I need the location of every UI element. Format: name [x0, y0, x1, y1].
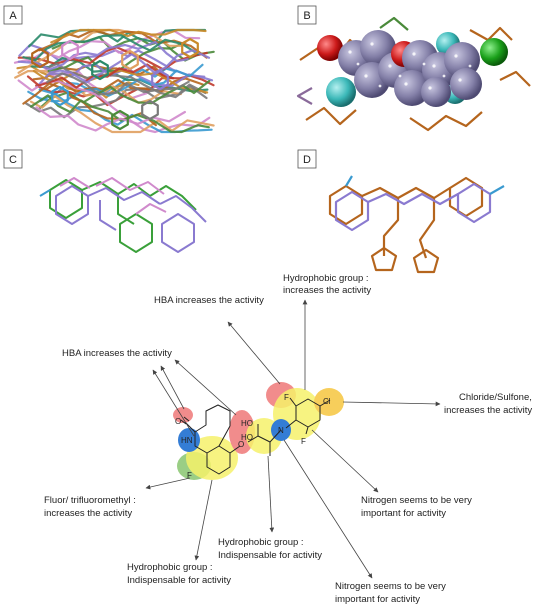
anno-chloride-2: increases the activity [444, 405, 532, 416]
hydrophobic-highlight-ring-a [186, 436, 238, 480]
anno-hydrophobic-top-1: Hydrophobic group : [283, 273, 369, 284]
anno-hydrophobic-low-1: Hydrophobic group : [127, 562, 213, 573]
anno-chloride-1: Chloride/Sulfone, [459, 392, 532, 403]
anno-nitrogen-right-2: important for activity [361, 508, 446, 519]
annotation-arrows [145, 299, 441, 579]
svg-text:D: D [303, 154, 311, 166]
svg-text:O: O [238, 440, 244, 449]
svg-text:HN: HN [181, 436, 193, 445]
anno-hydrophobic-mid-1: Hydrophobic group : [218, 537, 304, 548]
panel-label-b: B [297, 5, 317, 25]
annotation-labels: HBA increases the activity Hydrophobic g… [44, 273, 532, 605]
ligand-ring [141, 99, 159, 121]
panel-label-d: D [297, 149, 317, 169]
anno-hydrophobic-mid-2: Indispensable for activity [218, 550, 322, 561]
panel-label-c: C [3, 149, 23, 169]
ligand-overlay-a [13, 28, 215, 134]
svg-text:HO: HO [241, 433, 253, 442]
panel-label-a: A [3, 5, 23, 25]
svg-text:HO: HO [241, 419, 253, 428]
ligand-ring [61, 39, 79, 61]
svg-text:A: A [9, 10, 17, 22]
svg-text:O: O [175, 417, 181, 426]
ligand-trace [25, 83, 207, 119]
ligand-trace [35, 106, 186, 132]
anno-hba-top: HBA increases the activity [154, 295, 264, 306]
ligand-ring [121, 49, 139, 71]
svg-text:B: B [303, 10, 310, 22]
ligand-overlay-c [39, 177, 207, 253]
ligand-trace [22, 34, 200, 62]
ligand-trace [48, 49, 211, 84]
anno-nitrogen-bottom-1: Nitrogen seems to be very [335, 581, 446, 592]
ligand-trace [17, 40, 189, 71]
svg-text:F: F [187, 471, 192, 480]
pharmacophore-spheres-b [296, 16, 531, 132]
chloride-highlight [314, 388, 344, 416]
anno-fluoro-1: Fluor/ trifluoromethyl : [44, 495, 136, 506]
molecule-structure [180, 397, 331, 475]
anno-nitrogen-bottom-2: important for activity [335, 594, 420, 605]
ligand-ring [51, 85, 69, 107]
svg-text:C: C [9, 154, 17, 166]
ligand-ring [181, 37, 199, 59]
anno-hba-left: HBA increases the activity [62, 348, 172, 359]
anno-nitrogen-right-1: Nitrogen seems to be very [361, 495, 472, 506]
ligand-ring [91, 59, 109, 81]
ligand-trace [30, 94, 210, 134]
ligand-trace [46, 72, 190, 96]
svg-text:Cl: Cl [323, 397, 331, 406]
svg-text:N: N [278, 426, 284, 435]
atom-labels: O HN F O HO HO N F F Cl [175, 393, 331, 480]
ligand-ring [31, 47, 49, 69]
anno-hydrophobic-low-2: Indispensable for activity [127, 575, 231, 586]
ligand-trace [18, 43, 206, 78]
highlight-regions [173, 382, 344, 480]
svg-text:F: F [284, 393, 289, 402]
ligand-trace [29, 95, 215, 134]
anno-fluoro-2: increases the activity [44, 508, 132, 519]
ligand-ring [111, 109, 129, 131]
ligand-ring [151, 69, 169, 91]
ligand-trace [50, 28, 207, 44]
ligand-overlay-d [328, 175, 505, 274]
ligand-trace [28, 56, 208, 100]
anno-hydrophobic-top-2: increases the activity [283, 285, 371, 296]
svg-text:F: F [301, 437, 306, 446]
